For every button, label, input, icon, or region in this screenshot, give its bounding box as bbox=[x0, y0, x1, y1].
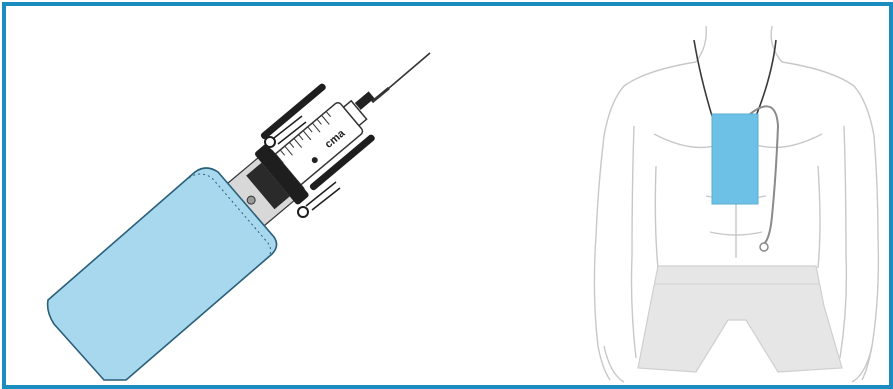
patient-panel bbox=[594, 26, 878, 382]
syringe-pump-panel: cma bbox=[48, 53, 430, 380]
figure-canvas: cma bbox=[6, 6, 889, 385]
catheter-end bbox=[760, 243, 768, 251]
shorts bbox=[638, 266, 842, 372]
needle bbox=[355, 53, 430, 110]
neck-cord bbox=[694, 40, 776, 116]
blue-pouch bbox=[48, 168, 277, 380]
chest-pouch bbox=[712, 114, 758, 204]
